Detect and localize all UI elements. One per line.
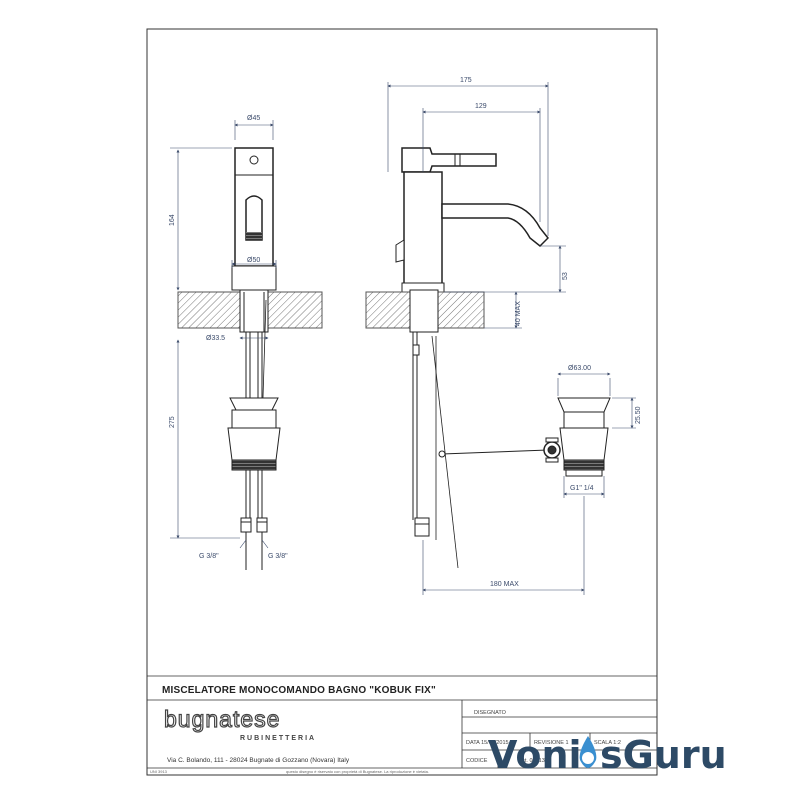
dim-base-diameter: Ø50 xyxy=(247,257,260,264)
waste-thread xyxy=(563,459,605,471)
dim-deck-max: 40 MAX xyxy=(515,301,522,326)
drawing-title: MISCELATORE MONOCOMANDO BAGNO "KOBUK FIX… xyxy=(162,685,436,696)
field-code-value: art. 02313 xyxy=(520,758,545,764)
brand-subtitle: RUBINETTERIA xyxy=(240,735,316,742)
dim-spout-height: 53 xyxy=(562,272,569,280)
watermark: Voni sGuru xyxy=(488,733,727,777)
field-code-label: CODICE xyxy=(466,758,488,764)
title-block xyxy=(146,675,657,775)
dim-shank-length: 275 xyxy=(169,416,176,428)
dim-spout-length: 129 xyxy=(475,103,487,110)
side-body xyxy=(403,171,443,291)
norm-label: UNI 3913 xyxy=(150,769,168,774)
side-view xyxy=(365,147,550,569)
side-spout xyxy=(441,203,550,248)
side-dimensions xyxy=(387,82,585,595)
dim-hole-diameter: Ø33.5 xyxy=(206,335,225,342)
watermark-right: sGuru xyxy=(600,733,727,777)
dim-thread-left: G 3/8" xyxy=(199,553,219,560)
dim-thread-right: G 3/8" xyxy=(268,553,288,560)
field-designer: DISEGNATO xyxy=(474,710,507,716)
front-handle-circle xyxy=(249,155,259,165)
waste-dimensions xyxy=(557,372,636,498)
footer-note: questo disegno è riservato con proprietà… xyxy=(286,769,429,774)
company-address: Via C. Bolando, 111 - 28024 Bugnate di G… xyxy=(167,757,350,764)
dim-total-length: 175 xyxy=(460,77,472,84)
brand-logo: bugnatese xyxy=(164,706,280,732)
side-lever xyxy=(401,147,497,173)
field-revision: REVISIONE 1 xyxy=(534,740,569,746)
dim-rod-max: 180 MAX xyxy=(490,581,519,588)
dim-height: 164 xyxy=(169,214,176,226)
dim-body-diameter: Ø45 xyxy=(247,115,260,122)
front-dimensions xyxy=(170,120,277,549)
waste-detail xyxy=(543,397,611,477)
watermark-left: Voni xyxy=(488,733,582,777)
sheet-frame xyxy=(146,28,658,776)
dim-waste-height: 25.50 xyxy=(635,406,642,424)
dim-waste-diameter: Ø63.00 xyxy=(568,365,591,372)
front-waste-thread xyxy=(231,459,277,471)
field-scale: SCALA 1:2 xyxy=(594,740,621,746)
drop-icon xyxy=(579,736,597,768)
dim-waste-thread: G1" 1/4 xyxy=(570,485,594,492)
front-view xyxy=(177,147,323,570)
field-date: DATA 15/07/2015 xyxy=(466,740,509,746)
